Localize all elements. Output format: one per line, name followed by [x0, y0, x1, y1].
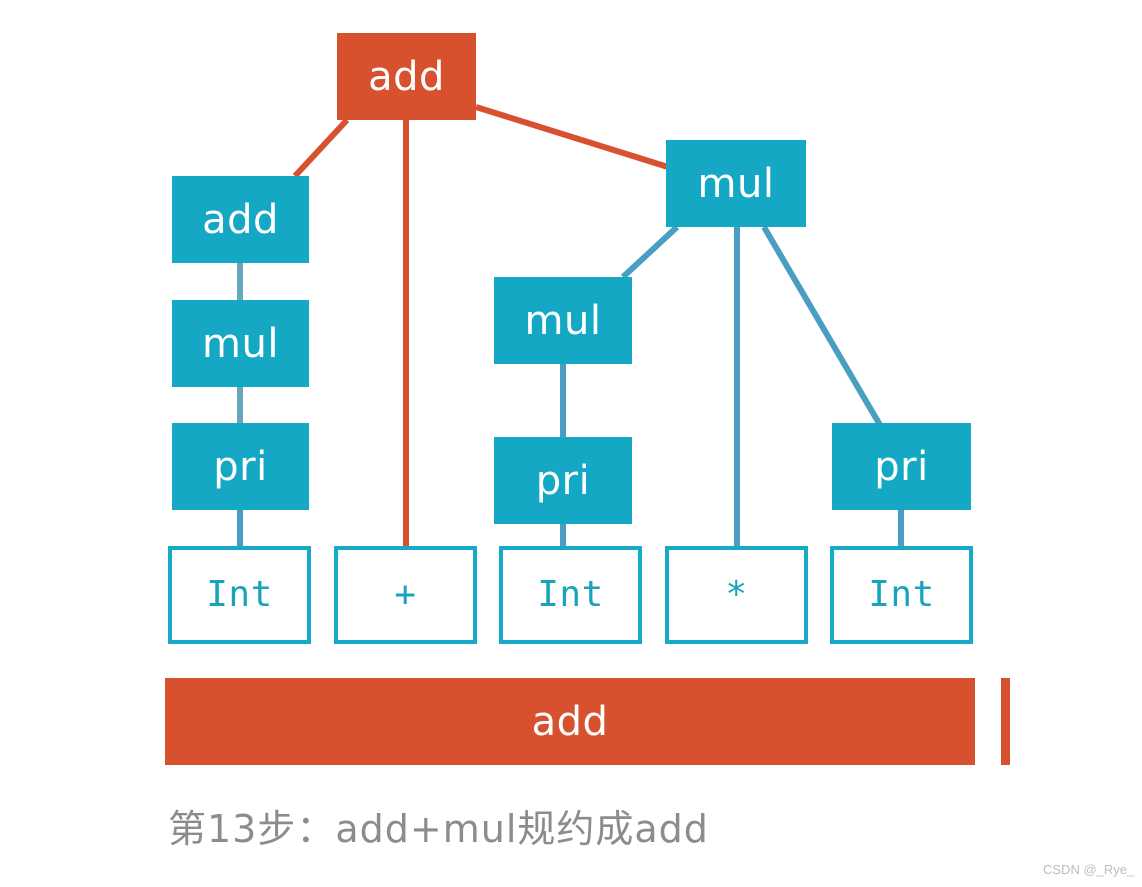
- node-token-int-2-label: Int: [537, 574, 604, 615]
- edge-right-mul-to-right-pri: [761, 225, 883, 427]
- parse-stack-bar-label: add: [531, 698, 609, 745]
- node-token-int-3: Int: [830, 546, 973, 644]
- node-token-int-3-label: Int: [868, 574, 935, 615]
- node-mid-mul: mul: [494, 277, 632, 364]
- node-token-int-1-label: Int: [206, 574, 273, 615]
- node-token-star-label: *: [725, 574, 748, 615]
- node-mid-pri: pri: [494, 437, 632, 524]
- node-root-add-label: add: [368, 53, 445, 100]
- node-right-mul: mul: [666, 140, 806, 227]
- node-left-mul-label: mul: [202, 320, 279, 367]
- step-caption: 第13步：add+mul规约成add: [168, 807, 709, 851]
- parse-stack-bar: add: [165, 678, 975, 765]
- edge-right-mul-to-mid-mul: [620, 224, 680, 280]
- node-left-add: add: [172, 176, 309, 263]
- edge-root-add-to-left-add: [292, 117, 350, 179]
- node-left-pri: pri: [172, 423, 309, 510]
- node-token-plus: +: [334, 546, 477, 644]
- node-token-star: *: [665, 546, 808, 644]
- node-token-int-1: Int: [168, 546, 311, 644]
- node-mid-mul-label: mul: [524, 297, 602, 344]
- node-root-add: add: [337, 33, 476, 120]
- parse-stack-cursor: [1001, 678, 1010, 765]
- node-token-int-2: Int: [499, 546, 642, 644]
- node-right-pri-label: pri: [874, 443, 929, 490]
- node-mid-pri-label: pri: [535, 457, 591, 504]
- edge-root-add-to-right-mul: [475, 104, 669, 170]
- node-left-mul: mul: [172, 300, 309, 387]
- watermark-label: CSDN @_Rye_: [1043, 862, 1135, 877]
- node-token-plus-label: +: [394, 574, 417, 615]
- node-left-add-label: add: [202, 196, 279, 243]
- node-right-mul-label: mul: [697, 160, 775, 207]
- node-right-pri: pri: [832, 423, 971, 510]
- node-left-pri-label: pri: [213, 443, 268, 490]
